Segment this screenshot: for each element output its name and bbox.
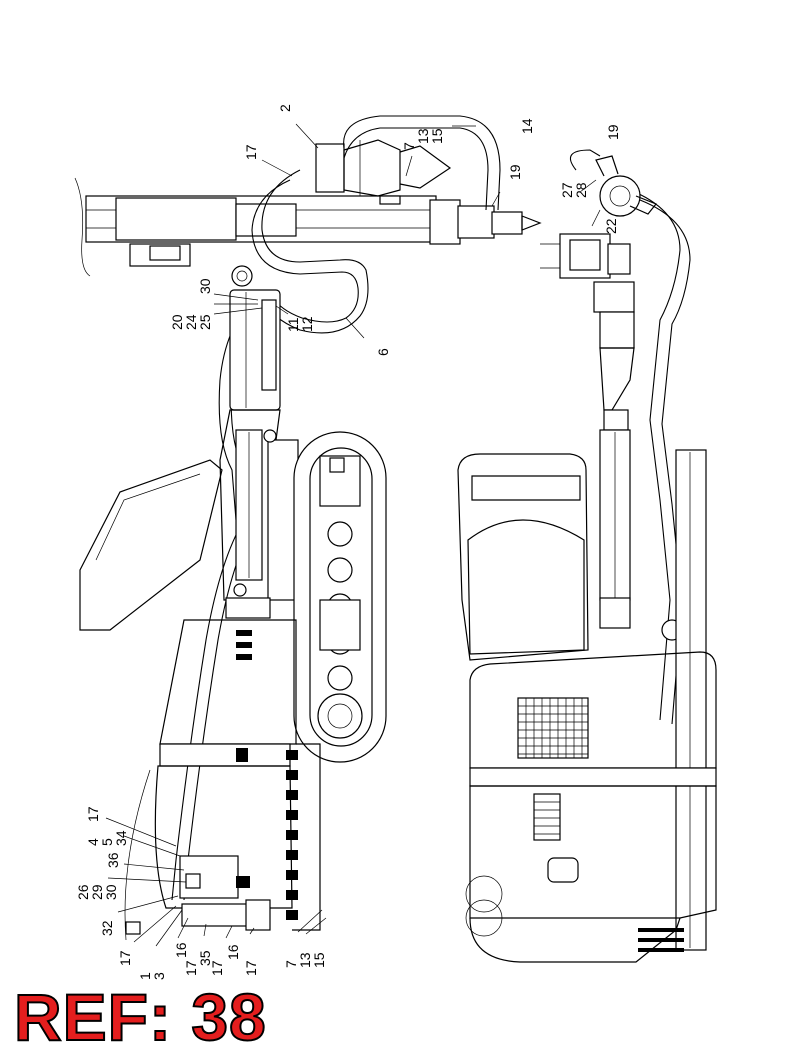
callout-7: 7 <box>283 960 299 968</box>
callout-17: 17 <box>117 950 133 966</box>
callout-leaders <box>105 123 601 947</box>
callout-26: 26 <box>75 884 91 900</box>
callout-13: 13 <box>297 952 313 968</box>
radiator-grille <box>517 697 589 759</box>
callout-17: 17 <box>209 960 225 976</box>
callout-36: 36 <box>105 852 121 868</box>
callout-29: 29 <box>89 884 105 900</box>
callout-4: 4 <box>85 838 101 846</box>
callout-35: 35 <box>197 950 213 966</box>
callout-17: 17 <box>243 960 259 976</box>
track-undercarriage <box>293 431 387 763</box>
callout-2: 2 <box>277 104 293 112</box>
callout-20: 20 <box>169 314 185 330</box>
callout-17: 17 <box>243 144 259 160</box>
callout-12: 12 <box>299 316 315 332</box>
callout-13: 13 <box>415 128 431 144</box>
callout-22: 22 <box>603 218 619 234</box>
callout-15: 15 <box>429 128 445 144</box>
callout-32: 32 <box>99 920 115 936</box>
boom-plan <box>593 281 683 641</box>
callout-30: 30 <box>103 884 119 900</box>
callout-15: 15 <box>311 952 327 968</box>
callout-27: 27 <box>559 182 575 198</box>
engine-deck-plan <box>465 651 717 963</box>
callout-25: 25 <box>197 314 213 330</box>
callout-28: 28 <box>573 182 589 198</box>
callout-34: 34 <box>113 830 129 846</box>
callout-17: 17 <box>85 806 101 822</box>
callout-labels: 2 14 17 7 13 15 19 19 27 28 22 30 20 24 … <box>75 104 621 980</box>
track-plan <box>675 449 707 951</box>
boom-arm <box>219 265 299 619</box>
callout-3: 3 <box>151 972 167 980</box>
callout-16: 16 <box>225 944 241 960</box>
separator-head-plan <box>540 155 657 279</box>
mast-assembly <box>74 177 542 277</box>
callout-1: 1 <box>137 972 153 980</box>
callout-7: 7 <box>401 142 417 150</box>
callout-19: 19 <box>605 124 621 140</box>
callout-11: 11 <box>285 317 301 332</box>
ref-label: REF: 38 <box>13 980 267 1054</box>
callout-16: 16 <box>173 942 189 958</box>
callout-24: 24 <box>183 314 199 330</box>
cab <box>457 453 589 661</box>
machine-body-side <box>79 459 321 941</box>
callout-30: 30 <box>197 278 213 294</box>
callout-17: 17 <box>183 960 199 976</box>
callout-19: 19 <box>507 164 523 180</box>
separator-unit <box>315 139 452 205</box>
callout-5: 5 <box>99 838 115 846</box>
callout-14: 14 <box>519 118 535 134</box>
callout-6: 6 <box>375 348 391 356</box>
